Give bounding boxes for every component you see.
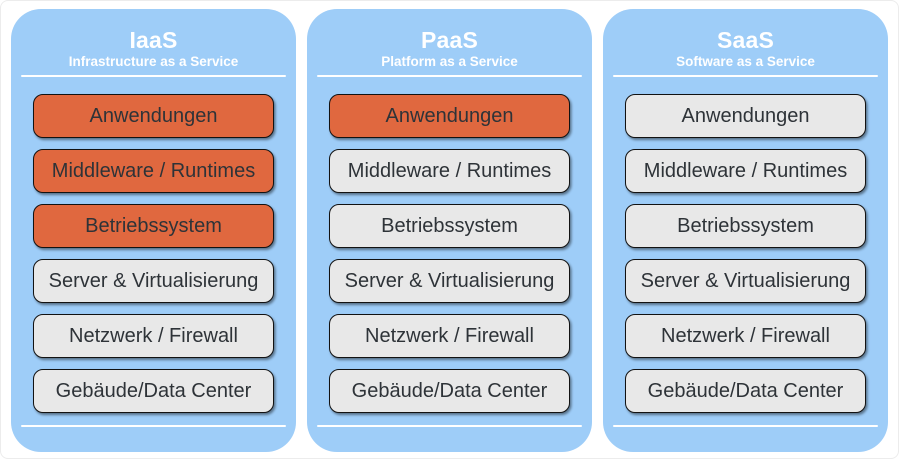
column-paas: PaaS Platform as a Service Anwendungen M… xyxy=(307,9,592,452)
column-subtitle: Software as a Service xyxy=(676,54,815,69)
layer-stack: Anwendungen Middleware / Runtimes Betrie… xyxy=(603,94,888,413)
layer-label: Middleware / Runtimes xyxy=(347,159,552,182)
layer-box: Middleware / Runtimes xyxy=(33,149,274,193)
layer-box: Betriebssystem xyxy=(33,204,274,248)
footer-divider xyxy=(21,425,286,427)
layer-box: Gebäude/Data Center xyxy=(33,369,274,413)
layer-label: Anwendungen xyxy=(385,104,514,127)
layer-box: Middleware / Runtimes xyxy=(625,149,866,193)
layer-label: Betriebssystem xyxy=(677,214,814,237)
column-header: SaaS Software as a Service xyxy=(603,9,888,70)
layer-label: Gebäude/Data Center xyxy=(55,379,252,402)
column-subtitle: Infrastructure as a Service xyxy=(68,54,239,69)
layer-label: Netzwerk / Firewall xyxy=(69,324,238,347)
layer-box: Server & Virtualisierung xyxy=(329,259,570,303)
layer-box: Betriebssystem xyxy=(625,204,866,248)
layer-label: Anwendungen xyxy=(89,104,218,127)
layer-label: Gebäude/Data Center xyxy=(351,379,548,402)
layer-label: Server & Virtualisierung xyxy=(344,269,555,292)
header-divider xyxy=(21,75,286,77)
footer-divider xyxy=(317,425,582,427)
column-title: PaaS xyxy=(420,27,479,53)
layer-box: Gebäude/Data Center xyxy=(329,369,570,413)
layer-box: Betriebssystem xyxy=(329,204,570,248)
layer-box: Server & Virtualisierung xyxy=(625,259,866,303)
layer-box: Server & Virtualisierung xyxy=(33,259,274,303)
layer-label: Middleware / Runtimes xyxy=(51,159,256,182)
column-header: IaaS Infrastructure as a Service xyxy=(11,9,296,70)
layer-box: Netzwerk / Firewall xyxy=(33,314,274,358)
layer-label: Netzwerk / Firewall xyxy=(365,324,534,347)
layer-label: Anwendungen xyxy=(681,104,810,127)
layer-label: Gebäude/Data Center xyxy=(647,379,844,402)
layer-label: Betriebssystem xyxy=(381,214,518,237)
layer-box: Netzwerk / Firewall xyxy=(329,314,570,358)
layer-box: Anwendungen xyxy=(625,94,866,138)
layer-label: Server & Virtualisierung xyxy=(640,269,851,292)
layer-box: Anwendungen xyxy=(329,94,570,138)
column-subtitle: Platform as a Service xyxy=(381,54,518,69)
column-iaas: IaaS Infrastructure as a Service Anwendu… xyxy=(11,9,296,452)
layer-stack: Anwendungen Middleware / Runtimes Betrie… xyxy=(307,94,592,413)
layer-box: Anwendungen xyxy=(33,94,274,138)
footer-divider xyxy=(613,425,878,427)
header-divider xyxy=(317,75,582,77)
header-divider xyxy=(613,75,878,77)
layer-label: Betriebssystem xyxy=(85,214,222,237)
layer-label: Server & Virtualisierung xyxy=(48,269,259,292)
layer-label: Middleware / Runtimes xyxy=(643,159,848,182)
layer-box: Netzwerk / Firewall xyxy=(625,314,866,358)
column-title: IaaS xyxy=(129,27,178,53)
layer-box: Middleware / Runtimes xyxy=(329,149,570,193)
layer-box: Gebäude/Data Center xyxy=(625,369,866,413)
layer-stack: Anwendungen Middleware / Runtimes Betrie… xyxy=(11,94,296,413)
layer-label: Netzwerk / Firewall xyxy=(661,324,830,347)
column-header: PaaS Platform as a Service xyxy=(307,9,592,70)
column-saas: SaaS Software as a Service Anwendungen M… xyxy=(603,9,888,452)
column-title: SaaS xyxy=(716,27,775,53)
